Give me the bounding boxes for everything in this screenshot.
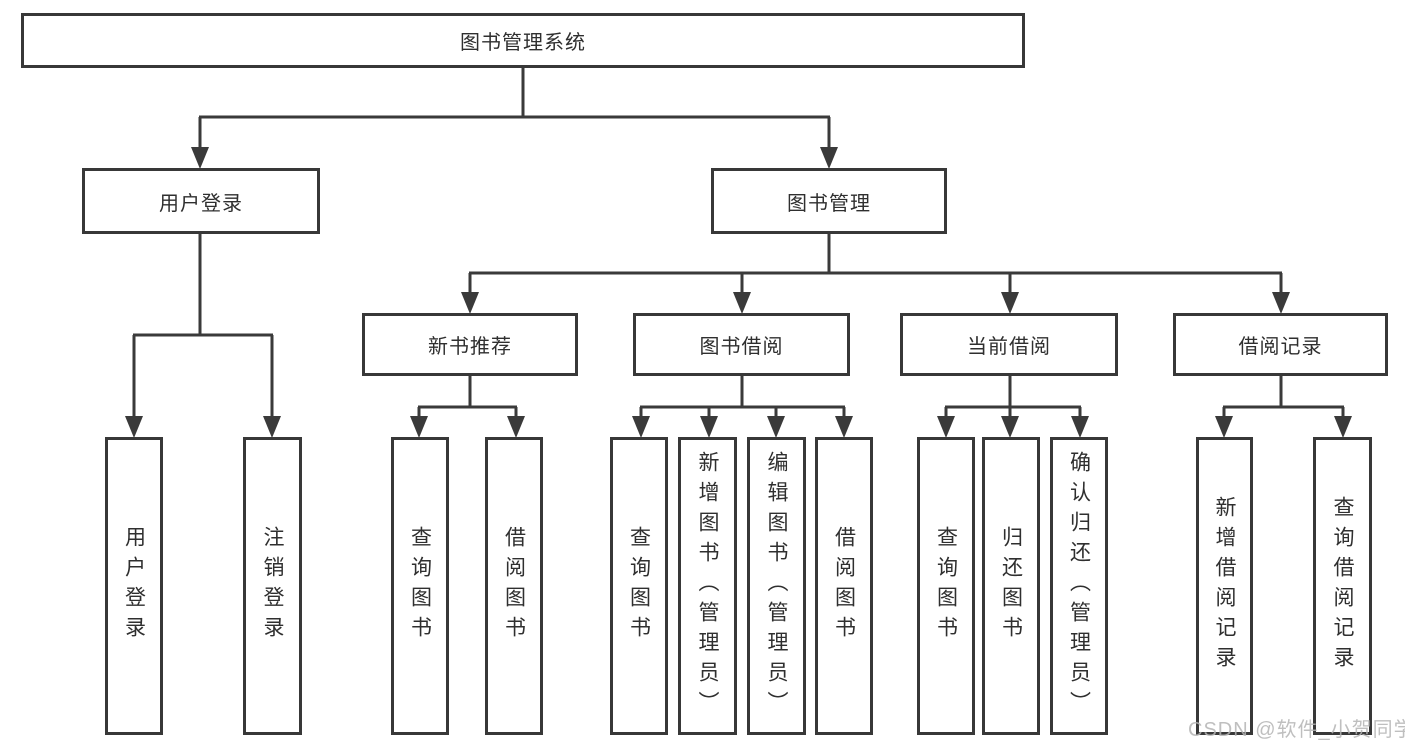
arrowhead [733, 292, 751, 314]
node-label: 借阅图书 [832, 526, 856, 646]
node-label: 新书推荐 [428, 336, 512, 358]
csdn-watermark: CSDN @软件_小贺同学 [1188, 719, 1405, 741]
node-label: 新增图书（管理员） [696, 451, 719, 721]
node-label: 注销登录 [261, 526, 284, 646]
node-leaf-query-books-borrow: 查询图书 [610, 437, 668, 735]
arrowhead [1071, 416, 1089, 438]
node-leaf-query-books-current: 查询图书 [917, 437, 975, 735]
node-leaf-query-borrow-record: 查询借阅记录 [1313, 437, 1372, 735]
node-label: 新增借阅记录 [1213, 496, 1236, 676]
arrowhead [191, 147, 209, 169]
node-label: 借阅图书 [502, 526, 526, 646]
arrowhead [835, 416, 853, 438]
node-current-borrow: 当前借阅 [900, 313, 1118, 376]
node-label: 用户登录 [159, 192, 243, 215]
node-new-book-recommend: 新书推荐 [362, 313, 578, 376]
arrowhead [125, 416, 143, 438]
arrowhead [461, 292, 479, 314]
node-borrow-records: 借阅记录 [1173, 313, 1388, 376]
node-leaf-logout: 注销登录 [243, 437, 302, 735]
node-label: 图书借阅 [699, 336, 784, 358]
connector-new-books [410, 376, 525, 438]
node-root-system: 图书管理系统 [21, 13, 1025, 68]
connector-user-login [125, 234, 281, 438]
arrowhead [1334, 416, 1352, 438]
node-leaf-add-books-admin: 新增图书（管理员） [678, 437, 737, 735]
node-leaf-query-books-newbooks: 查询图书 [391, 437, 449, 735]
node-label: 确认归还（管理员） [1067, 451, 1091, 721]
connector-root [191, 68, 838, 169]
node-label: 借阅记录 [1238, 336, 1323, 358]
node-leaf-add-borrow-record: 新增借阅记录 [1196, 437, 1253, 735]
node-user-login: 用户登录 [82, 168, 320, 234]
arrowhead [1001, 292, 1019, 314]
node-label: 查询图书 [934, 526, 958, 646]
arrowhead [1272, 292, 1290, 314]
arrowhead [767, 416, 785, 438]
node-label: 归还图书 [999, 526, 1023, 646]
node-leaf-edit-books-admin: 编辑图书（管理员） [747, 437, 806, 735]
node-label: 编辑图书（管理员） [765, 451, 788, 721]
node-leaf-borrow-books-newbooks: 借阅图书 [485, 437, 543, 735]
node-leaf-borrow-books-borrow: 借阅图书 [815, 437, 873, 735]
arrowhead [632, 416, 650, 438]
arrowhead [937, 416, 955, 438]
connector-book-borrow [632, 376, 853, 438]
node-label: 图书管理 [787, 192, 871, 215]
arrowhead [1215, 416, 1233, 438]
node-label: 当前借阅 [967, 336, 1051, 358]
arrowhead [700, 416, 718, 438]
node-label: 查询图书 [408, 526, 432, 646]
arrowhead [1001, 416, 1019, 438]
node-leaf-confirm-return-admin: 确认归还（管理员） [1050, 437, 1108, 735]
node-book-management: 图书管理 [711, 168, 947, 234]
arrowhead [820, 147, 838, 169]
node-label: 用户登录 [122, 526, 146, 646]
arrowhead [410, 416, 428, 438]
node-leaf-user-login: 用户登录 [105, 437, 163, 735]
node-label: 查询借阅记录 [1331, 496, 1354, 676]
connector-book-management [461, 234, 1290, 314]
arrowhead [263, 416, 281, 438]
node-label: 图书管理系统 [460, 32, 586, 54]
node-book-borrow: 图书借阅 [633, 313, 850, 376]
node-label: 查询图书 [627, 526, 651, 646]
connector-current-borrow [937, 376, 1089, 438]
node-leaf-return-books: 归还图书 [982, 437, 1040, 735]
arrowhead [507, 416, 525, 438]
connector-borrow-records [1215, 376, 1352, 438]
